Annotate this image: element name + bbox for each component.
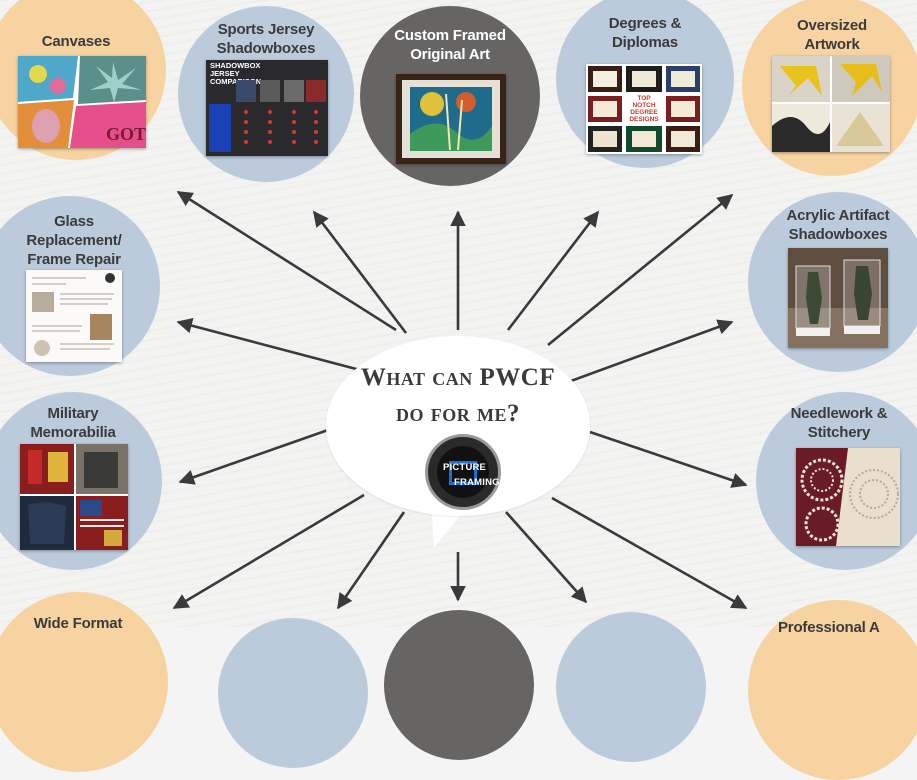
arrow-to-glass-replacement [176,318,361,372]
arrow-to-wide-format [172,493,365,610]
service-bottom-left-partial[interactable] [218,618,368,768]
service-label: Oversized Artwork [797,17,867,53]
service-label: Sports Jersey Shadowboxes [216,21,316,57]
service-glass-replacement[interactable]: Glass Replacement/ Frame Repair [0,196,160,376]
oversized-artwork-photo [772,56,890,152]
service-label: Degrees & Diplomas [608,15,682,51]
jersey-comparison-photo: SHADOWBOX JERSEY COMPARISON [206,60,328,156]
service-bottom-center-partial[interactable] [384,610,534,760]
service-degrees-diplomas[interactable]: Degrees & Diplomas TOP NOTCH DEGREE DESI… [556,0,734,168]
frame-repair-flyer-photo [26,270,122,362]
service-label: Canvases [41,33,111,50]
arrow-to-canvases [176,190,397,332]
service-canvases[interactable]: Canvases GOT [0,0,166,160]
arrow-to-military [178,428,329,485]
logo-text-top: PICTURE [443,462,487,473]
framed-art-photo [396,74,506,164]
arrow-to-degrees [506,210,600,331]
acrylic-shadowbox-photo [788,248,888,348]
service-label: Needlework & Stitchery [790,405,888,441]
service-bottom-right-partial[interactable] [556,612,706,762]
arrow-to-sports-jersey [312,210,408,334]
service-sports-jersey[interactable]: Sports Jersey Shadowboxes SHADOWBOX JERS… [178,6,354,182]
needlework-photo [796,448,900,546]
picture-framing-logo: PICTURE FRAMING [425,434,501,510]
headline-line2: do for me? [396,400,520,427]
service-military-memorabilia[interactable]: Military Memorabilia [0,392,162,570]
service-label: Acrylic Artifact Shadowboxes [786,207,890,243]
service-needlework-stitchery[interactable]: Needlework & Stitchery [756,392,917,570]
degrees-photo: TOP NOTCH DEGREE DESIGNS [586,64,702,154]
logo-text-bottom: FRAMING [454,477,500,488]
headline-line1: What can PWCF [360,364,556,391]
service-label: Glass Replacement/ Frame Repair [26,213,122,268]
arrow-to-bottom-left [336,511,406,610]
service-acrylic-artifact[interactable]: Acrylic Artifact Shadowboxes [748,192,917,372]
service-professional[interactable]: Professional A [748,600,917,780]
arrow-to-oversized [547,193,734,347]
service-label: Military Memorabilia [30,405,116,441]
service-wide-format[interactable]: Wide Format [0,592,168,772]
service-custom-framed-art[interactable]: Custom Framed Original Art [360,6,540,186]
service-oversized-artwork[interactable]: Oversized Artwork [742,0,917,176]
canvases-photo: GOT [18,56,146,148]
military-memorabilia-photo [20,444,128,550]
arrow-to-acrylic [559,319,734,387]
arrow-to-professional [551,496,748,610]
arrow-layer [172,190,748,610]
service-label: Professional A [778,619,880,636]
jersey-comparison-title: SHADOWBOX JERSEY COMPARISON [210,61,262,86]
svg-text:GOT: GOT [106,124,146,144]
service-label: Wide Format [33,615,123,632]
service-label: Custom Framed Original Art [394,27,506,63]
arrow-to-bottom-right [505,511,588,604]
arrow-to-needlework [589,430,748,488]
degree-designs-text: TOP NOTCH DEGREE DESIGNS [629,95,659,123]
